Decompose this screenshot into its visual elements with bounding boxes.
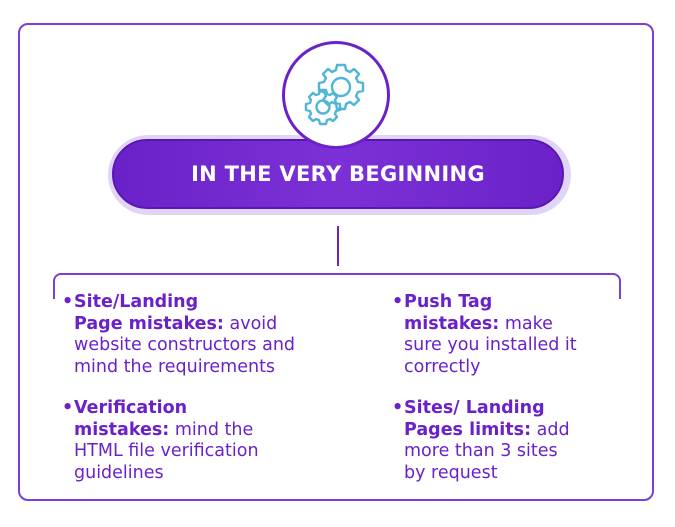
item-text: more than 3 sites bbox=[404, 441, 558, 461]
page-title: IN THE VERY BEGINNING bbox=[191, 162, 485, 186]
item-lead: Page mistakes: bbox=[74, 313, 224, 334]
item-lead: Verification bbox=[74, 398, 188, 418]
list-item: • Verification mistakes: mind the HTML f… bbox=[62, 398, 354, 484]
item-lead: mistakes: bbox=[404, 313, 500, 334]
item-text: HTML file verification bbox=[74, 441, 259, 461]
list-item: • Sites/ Landing Pages limits: add more … bbox=[392, 398, 675, 484]
item-text: website constructors and bbox=[74, 335, 296, 355]
item-lead: mistakes: bbox=[74, 419, 170, 440]
item-text: mind the requirements bbox=[74, 356, 276, 377]
outer-frame bbox=[18, 23, 654, 501]
branch-bracket bbox=[53, 273, 621, 299]
item-lead: Sites/ Landing bbox=[404, 398, 545, 418]
bullet: • bbox=[62, 292, 74, 312]
connector-line bbox=[337, 226, 339, 266]
item-text: correctly bbox=[404, 356, 481, 377]
item-text: by request bbox=[404, 462, 498, 483]
item-lead: Push Tag bbox=[404, 292, 493, 312]
item-text: add bbox=[531, 419, 570, 440]
item-lead: Site/Landing bbox=[74, 292, 199, 312]
item-text: make bbox=[499, 313, 553, 334]
gears-icon bbox=[304, 63, 365, 126]
bullet: • bbox=[392, 398, 404, 418]
item-text: sure you installed it bbox=[404, 335, 577, 355]
list-item: • Push Tag mistakes: make sure you insta… bbox=[392, 292, 675, 378]
list-item: • Site/Landing Page mistakes: avoid webs… bbox=[62, 292, 354, 378]
bullet: • bbox=[62, 398, 74, 418]
bullet: • bbox=[392, 292, 404, 312]
item-text: avoid bbox=[223, 313, 278, 334]
item-text: mind the bbox=[169, 419, 254, 440]
title-pill: IN THE VERY BEGINNING bbox=[112, 139, 564, 209]
gear-badge bbox=[282, 41, 390, 149]
item-text: guidelines bbox=[74, 462, 164, 483]
item-lead: Pages limits: bbox=[404, 419, 532, 440]
